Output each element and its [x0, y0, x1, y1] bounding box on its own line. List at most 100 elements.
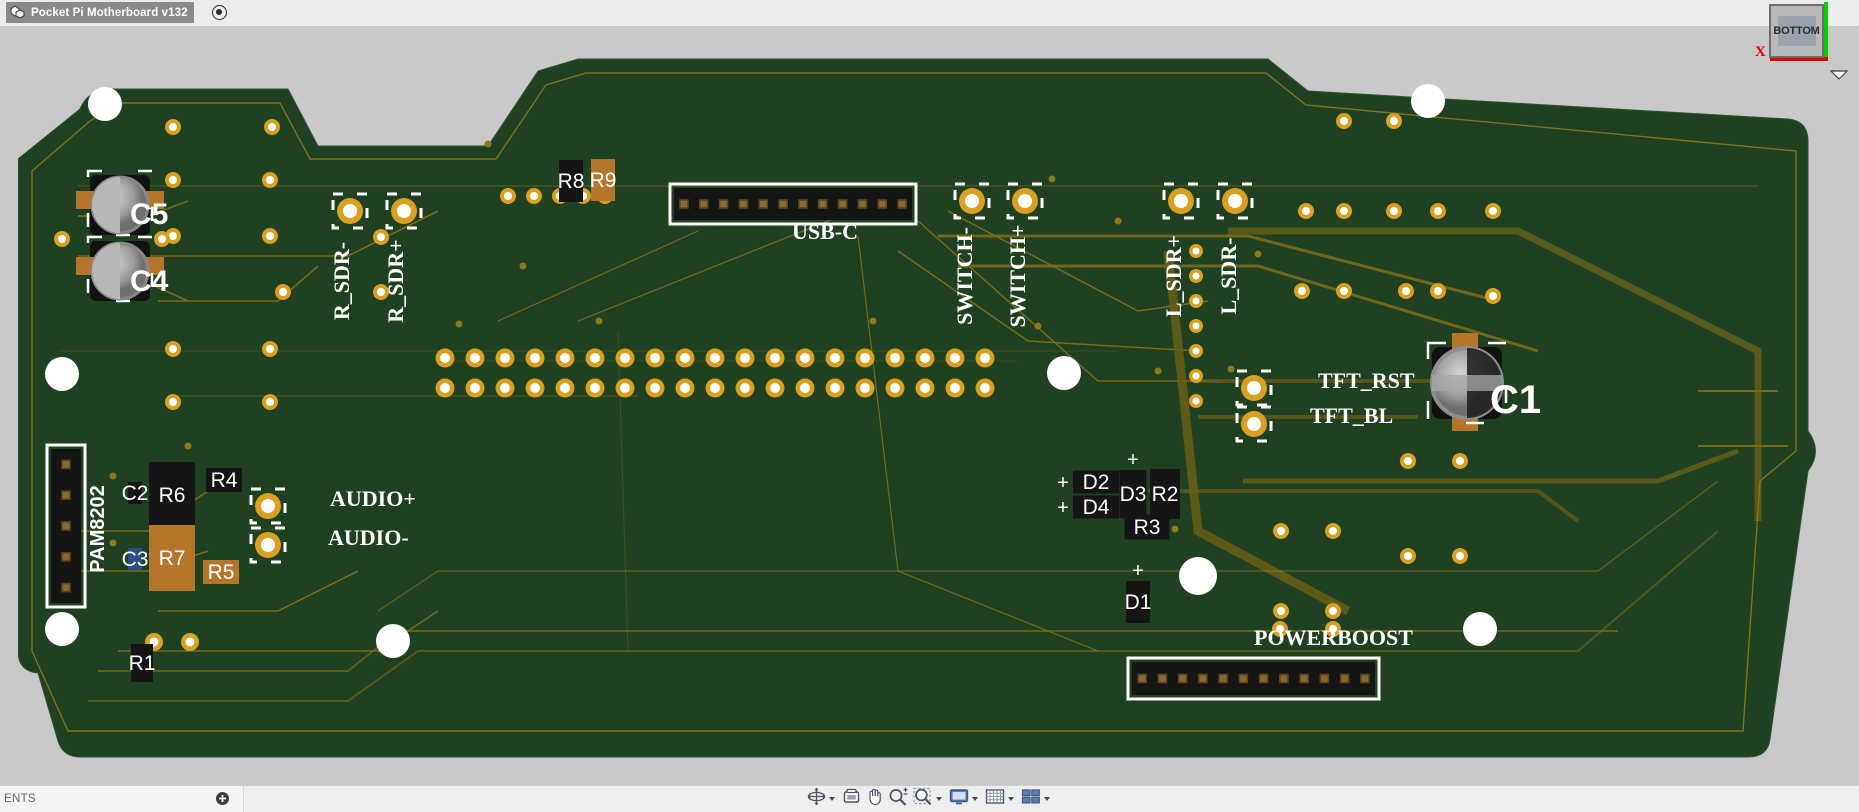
refdes-D2: D2	[1083, 471, 1110, 494]
orbit-caret-icon[interactable]	[828, 797, 835, 801]
silkscreen-label-C5: C5	[130, 198, 168, 231]
polarity-mark-D2: +	[1057, 472, 1069, 494]
refdes-D4: D4	[1083, 496, 1110, 519]
component-R2: R2	[1150, 469, 1180, 519]
silkscreen-label-C1: C1	[1490, 378, 1541, 422]
component-D2: D2 +	[1057, 470, 1119, 494]
powerboost-header	[1126, 656, 1381, 701]
orbit-tool[interactable]	[805, 787, 840, 810]
refdes-C3: C3	[122, 548, 149, 571]
zoom-window-icon	[912, 787, 933, 811]
viewcube[interactable]: X BOTTOM	[1747, 0, 1859, 92]
test-pad-TFT_BL	[1235, 405, 1273, 443]
grid-icon	[985, 787, 1005, 811]
refdes-R4: R4	[211, 469, 238, 492]
test-pad-TFT_RST	[1235, 369, 1273, 407]
refdes-R2: R2	[1152, 483, 1179, 506]
component-D4: D4 +	[1057, 495, 1119, 519]
silkscreen-label-R_SDR_: R_SDR+	[383, 239, 408, 322]
refdes-C2: C2	[122, 482, 149, 505]
vias	[109, 140, 1262, 547]
pan-hand-icon	[865, 787, 884, 811]
silkscreen-label-SWITCH_: SWITCH+	[1005, 224, 1030, 327]
comments-panel[interactable]: ENTS	[0, 786, 244, 812]
silkscreen-label-C4: C4	[130, 265, 169, 298]
test-pad-R_SDR-	[331, 192, 369, 230]
component-R4: R4	[206, 468, 242, 492]
gpio-pad-rows	[435, 348, 995, 398]
status-bar: ENTS	[0, 785, 1859, 812]
silkscreen-label-R_SDR_: R_SDR-	[329, 242, 354, 320]
refdes-D1: D1	[1125, 591, 1152, 614]
viewcube-axis-x-label: X	[1755, 44, 1766, 60]
viewcube-face[interactable]: BOTTOM	[1769, 4, 1824, 58]
component-C2: C2	[122, 482, 149, 505]
capacitor-C1	[1426, 333, 1508, 431]
viewports-caret-icon[interactable]	[1043, 797, 1050, 801]
test-pad-R_SDR+	[385, 192, 423, 230]
display-settings[interactable]	[947, 788, 983, 810]
zoom-plus-minus-icon	[888, 787, 909, 811]
viewports[interactable]	[1019, 788, 1055, 810]
viewcube-axis-x	[1770, 57, 1828, 61]
grid-caret-icon[interactable]	[1007, 797, 1014, 801]
title-bar: Pocket Pi Motherboard v132	[0, 0, 1859, 27]
test-pad-SWITCH+	[1006, 182, 1044, 220]
silkscreen-label-POWERBOOST: POWERBOOST	[1254, 625, 1413, 650]
refdes-D3: D3	[1120, 483, 1147, 506]
viewports-icon	[1021, 787, 1041, 811]
document-tab[interactable]: Pocket Pi Motherboard v132	[6, 2, 194, 23]
look-at-icon	[842, 787, 861, 811]
component-R7: R7	[149, 525, 195, 591]
refdes-R9: R9	[590, 169, 617, 192]
component-R3: R3	[1124, 514, 1170, 540]
refdes-R3: R3	[1134, 516, 1161, 539]
add-comment-icon[interactable]	[216, 792, 229, 805]
pan-tool[interactable]	[863, 788, 886, 810]
silkscreen-label-L_SDR_: L_SDR-	[1216, 237, 1241, 314]
component-icon	[10, 5, 25, 20]
silkscreen-label-L_SDR_: L_SDR+	[1161, 235, 1186, 317]
test-pad-L_SDR+	[1162, 182, 1200, 220]
capacitor-C4	[76, 235, 164, 303]
record-dot-icon[interactable]	[212, 5, 227, 20]
refdes-R6: R6	[159, 484, 186, 507]
test-pad-SWITCH-	[953, 182, 991, 220]
component-C3: C3	[122, 548, 149, 571]
component-R1: R1	[129, 644, 156, 682]
test-pad-AUDIO+	[249, 487, 287, 525]
silkscreen-label-PAM8202: PAM8202	[87, 485, 109, 572]
component-R5: R5	[203, 560, 239, 584]
silkscreen-label-USB_C: USB-C	[792, 219, 858, 244]
viewcube-axis-y	[1824, 2, 1828, 59]
display-settings-caret-icon[interactable]	[971, 797, 978, 801]
look-at-tool[interactable]	[840, 788, 863, 810]
zoom-window-caret-icon[interactable]	[935, 797, 942, 801]
refdes-R5: R5	[208, 561, 235, 584]
document-title: Pocket Pi Motherboard v132	[31, 6, 188, 19]
silkscreen-label-TFT_RST: TFT_RST	[1318, 368, 1415, 393]
refdes-R7: R7	[159, 547, 186, 570]
polarity-mark-D1: +	[1132, 560, 1144, 582]
refdes-R1: R1	[129, 652, 156, 675]
capacitor-C5	[76, 169, 164, 237]
test-pad-AUDIO-	[249, 526, 287, 564]
usb-c-header	[668, 182, 918, 226]
grid-snaps[interactable]	[983, 788, 1019, 810]
component-R9: R9	[590, 159, 617, 201]
polarity-mark-D4: +	[1057, 497, 1069, 519]
board-outline	[31, 72, 1797, 732]
test-pad-L_SDR-	[1216, 182, 1254, 220]
viewcube-face-label: BOTTOM	[1773, 25, 1820, 37]
silkscreen-label-AUDIO_: AUDIO+	[330, 486, 416, 511]
home-view-icon[interactable]	[1829, 68, 1849, 80]
navigation-toolbar[interactable]	[0, 786, 1859, 812]
component-R6: R6	[149, 462, 195, 528]
pam8202-header	[45, 443, 87, 609]
zoom-window-tool[interactable]	[911, 787, 947, 811]
zoom-tool[interactable]	[886, 787, 911, 811]
silkscreen-label-AUDIO_: AUDIO-	[328, 525, 409, 550]
